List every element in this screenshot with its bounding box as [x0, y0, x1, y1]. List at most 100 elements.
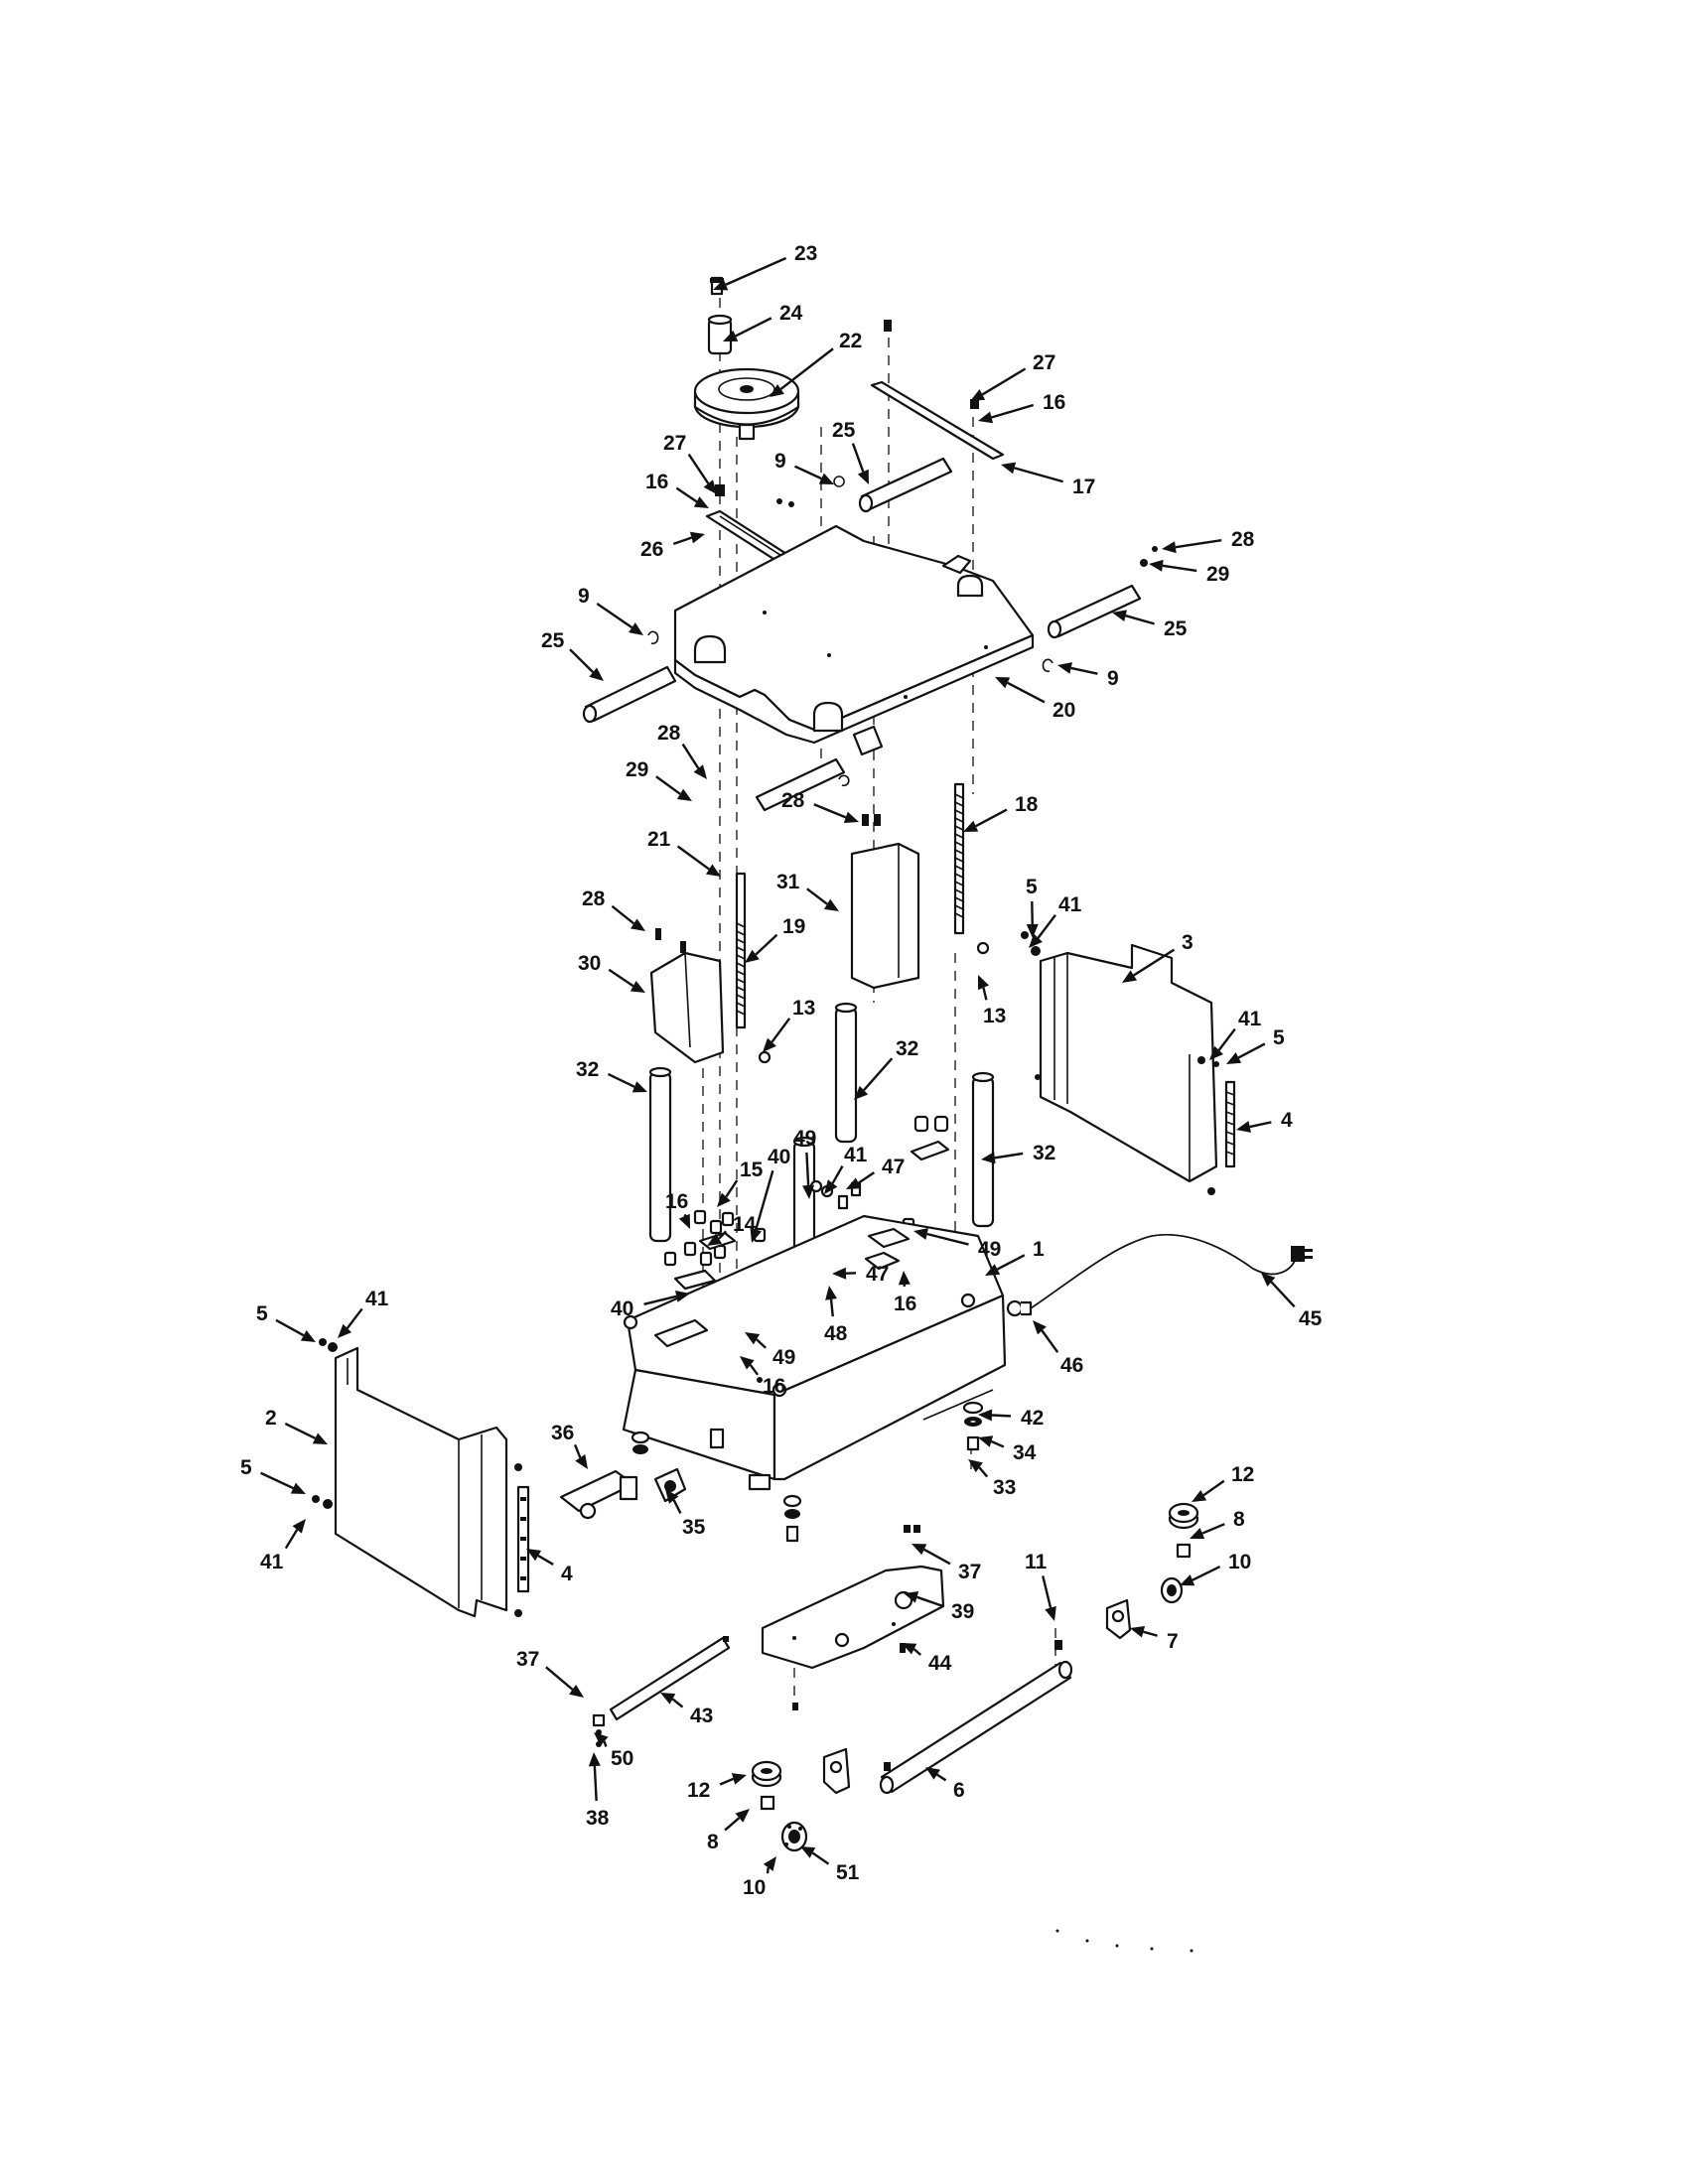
callout-16: 16 [645, 471, 709, 508]
callout-40: 40 [750, 1146, 790, 1243]
arrowhead [632, 1081, 647, 1093]
leader-line [1007, 681, 1046, 704]
callout-38: 38 [586, 1752, 610, 1830]
callout-number: 25 [1164, 617, 1188, 640]
callout-number: 29 [626, 758, 648, 781]
leader-line [1042, 1575, 1052, 1608]
callout-16: 16 [665, 1190, 690, 1229]
callout-number: 10 [743, 1876, 766, 1899]
arrowhead [1209, 1045, 1224, 1060]
callout-number: 50 [611, 1747, 633, 1770]
callout-number: 13 [792, 997, 815, 1020]
arrowhead [707, 1233, 723, 1246]
arrowhead [526, 1549, 542, 1562]
leader-line [766, 1867, 770, 1874]
callout-5: 5 [1226, 1026, 1285, 1064]
callout-29: 29 [1149, 559, 1229, 586]
leader-line [829, 1298, 834, 1317]
arrowhead [902, 1643, 917, 1655]
callout-43: 43 [660, 1693, 713, 1727]
arrowhead [1001, 462, 1017, 475]
arrowhead [676, 788, 692, 801]
arrowhead [1033, 1320, 1047, 1335]
callout-39: 39 [904, 1591, 974, 1623]
callout-number: 45 [1299, 1307, 1323, 1330]
callout-number: 2 [265, 1407, 277, 1430]
callout-number: 6 [953, 1779, 965, 1802]
callout-48: 48 [824, 1286, 848, 1345]
callout-32: 32 [981, 1142, 1055, 1164]
part-45-power-cord [1027, 1234, 1313, 1311]
arrowhead [968, 1459, 983, 1473]
arrowhead [770, 384, 784, 397]
callout-number: 14 [733, 1213, 757, 1236]
callout-25: 25 [832, 419, 869, 484]
arrowhead [1045, 1605, 1056, 1621]
leader-line [926, 1232, 969, 1246]
callout-number: 16 [665, 1190, 688, 1213]
callout-27: 27 [970, 351, 1055, 401]
leader-line [545, 1666, 574, 1691]
callout-5: 5 [256, 1302, 316, 1342]
callout-number: 21 [647, 828, 671, 851]
scan-specks [1055, 1929, 1193, 1953]
callout-10: 10 [743, 1856, 776, 1899]
arrowhead [338, 1323, 352, 1338]
part-9-retaining-rings [647, 630, 1053, 787]
arrowhead [1130, 1625, 1146, 1638]
callout-number: 4 [1281, 1109, 1293, 1132]
leader-line [1143, 1630, 1158, 1637]
callout-number: 4 [561, 1563, 573, 1585]
parts-42-34-33-feet [631, 1401, 984, 1543]
callout-21: 21 [647, 828, 721, 877]
arrowhead [981, 1152, 996, 1164]
callout-9: 9 [1057, 662, 1119, 690]
callout-50: 50 [594, 1732, 633, 1770]
arrowhead [703, 479, 717, 494]
part-18-lead-screw [953, 782, 965, 935]
callout-16: 16 [740, 1356, 785, 1398]
callout-27: 27 [663, 432, 717, 494]
leader-line [813, 803, 847, 819]
arrowhead [675, 1290, 690, 1302]
callout-number: 9 [774, 450, 786, 473]
arrowhead [665, 1489, 679, 1504]
callout-8: 8 [707, 1809, 750, 1853]
callout-47: 47 [846, 1156, 905, 1189]
callout-24: 24 [723, 302, 803, 341]
arrowhead [1112, 610, 1127, 622]
part-6-shaft [879, 1640, 1073, 1795]
arrowhead [300, 1329, 316, 1342]
callout-28: 28 [1162, 528, 1255, 554]
leader-line [779, 347, 834, 390]
callout-number: 31 [776, 871, 800, 893]
callout-number: 23 [794, 242, 817, 265]
callout-number: 49 [772, 1346, 795, 1369]
arrowhead [1026, 923, 1039, 938]
arrowhead [735, 1809, 750, 1823]
callout-number: 27 [1033, 351, 1055, 374]
leader-line [912, 1648, 922, 1656]
part-35-switch [653, 1467, 687, 1503]
callout-number: 37 [516, 1648, 539, 1671]
leader-line [756, 1338, 767, 1349]
leader-line [735, 317, 772, 338]
callout-number: 27 [663, 432, 686, 455]
arrowhead [846, 1177, 862, 1189]
arrowhead [693, 764, 707, 779]
callout-11: 11 [1025, 1551, 1056, 1621]
arrowhead [1192, 1489, 1207, 1502]
callout-number: 51 [836, 1861, 860, 1884]
arrowhead [802, 1184, 815, 1199]
arrowhead [832, 1267, 847, 1280]
callout-13: 13 [763, 997, 815, 1052]
leader-line [811, 1851, 830, 1865]
callout-4: 4 [1236, 1109, 1293, 1133]
callout-number: 5 [1026, 876, 1038, 898]
leader-line [982, 987, 988, 1001]
part-36-switch-cover [559, 1469, 638, 1520]
arrowhead [312, 1433, 328, 1444]
callout-number: 30 [578, 952, 601, 975]
callout-number: 38 [586, 1807, 610, 1830]
